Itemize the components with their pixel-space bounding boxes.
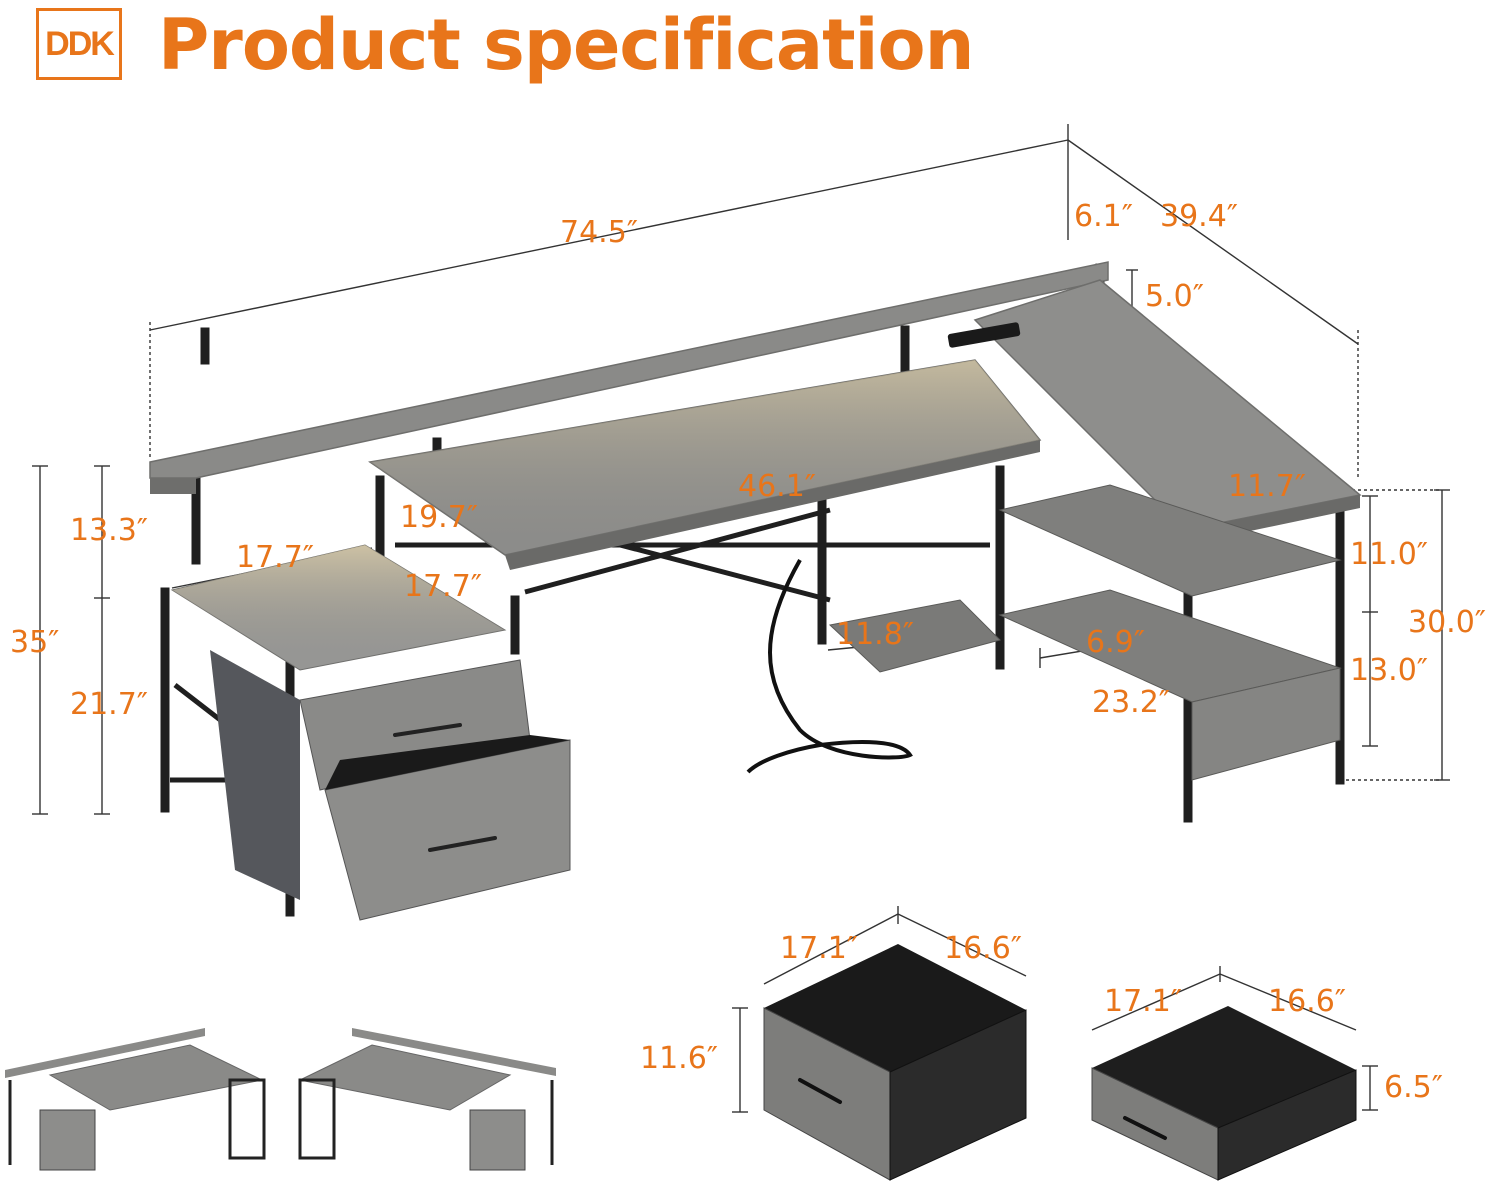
dim-overall-width: 74.5″ (560, 215, 639, 250)
desk-thumbnail-right (298, 1028, 556, 1171)
dim-foot-shelf-depth: 11.8″ (836, 617, 915, 652)
dim-shelf-gap-top: 11.0″ (1350, 537, 1429, 572)
dim-shelf-gap-bottom: 13.0″ (1350, 653, 1429, 688)
dim-shelf-width: 23.2″ (1092, 685, 1171, 720)
brand-logo-text: DDK (45, 24, 115, 63)
dim-main-desk-width: 46.1″ (738, 469, 817, 504)
dim-desk-height: 30.0″ (1408, 605, 1487, 640)
dim-inner-shelf-depth: 6.9″ (1086, 625, 1145, 660)
dim-return-depth: 11.7″ (1228, 469, 1307, 504)
dim-riser-height: 5.0″ (1145, 279, 1204, 314)
page-title: Product specification (158, 4, 974, 86)
dim-desk-depth: 19.7″ (400, 500, 479, 535)
dim-large-bin-width: 17.1″ (780, 931, 859, 966)
dim-large-bin-depth: 16.6″ (944, 931, 1023, 966)
dim-small-bin-depth: 16.6″ (1268, 984, 1347, 1019)
l-shaped-desk-icon (149, 261, 1362, 921)
dim-upper-height: 13.3″ (70, 513, 149, 548)
dim-lower-height: 21.7″ (70, 687, 149, 722)
dim-return-length: 39.4″ (1160, 199, 1239, 234)
dim-small-bin-height: 6.5″ (1384, 1070, 1443, 1105)
dim-total-height: 35″ (10, 625, 60, 660)
fabric-drawer-small-icon (1091, 1006, 1357, 1181)
dim-small-bin-width: 17.1″ (1104, 984, 1183, 1019)
dim-large-bin-height: 11.6″ (640, 1041, 719, 1076)
fabric-drawer-icon (763, 944, 1027, 1181)
dim-shelf-depth: 6.1″ (1074, 199, 1133, 234)
desk-thumbnail-left (5, 1028, 266, 1171)
dim-cabinet-width: 17.7″ (236, 540, 315, 575)
brand-logo: DDK (36, 8, 122, 80)
dim-cabinet-depth: 17.7″ (404, 569, 483, 604)
power-strip-icon (947, 322, 1021, 348)
